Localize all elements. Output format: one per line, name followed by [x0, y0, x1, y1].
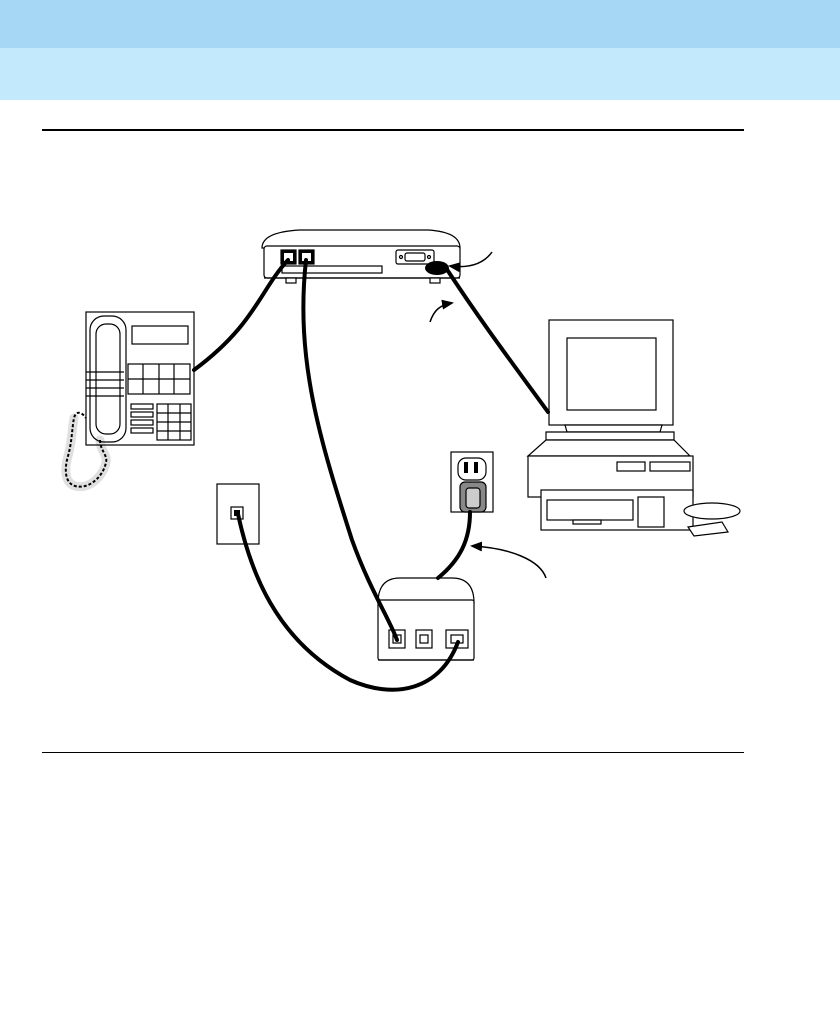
cables — [194, 260, 548, 690]
serial-cable-callout — [430, 303, 452, 322]
power-cable-callout — [472, 546, 546, 578]
serial-connector — [425, 261, 449, 275]
bottom-rule — [42, 752, 744, 753]
power-supply-icon — [378, 578, 474, 660]
cable-modem-to-computer — [446, 268, 548, 412]
power-outlet-icon — [451, 452, 493, 512]
modem-icon — [262, 230, 460, 283]
computer-icon — [528, 320, 740, 536]
cable-modem-to-telephone — [194, 260, 288, 370]
telephone-icon — [86, 312, 194, 445]
cable-outlet-to-power-supply — [438, 512, 470, 578]
cable-modem-to-power-supply — [303, 260, 397, 640]
